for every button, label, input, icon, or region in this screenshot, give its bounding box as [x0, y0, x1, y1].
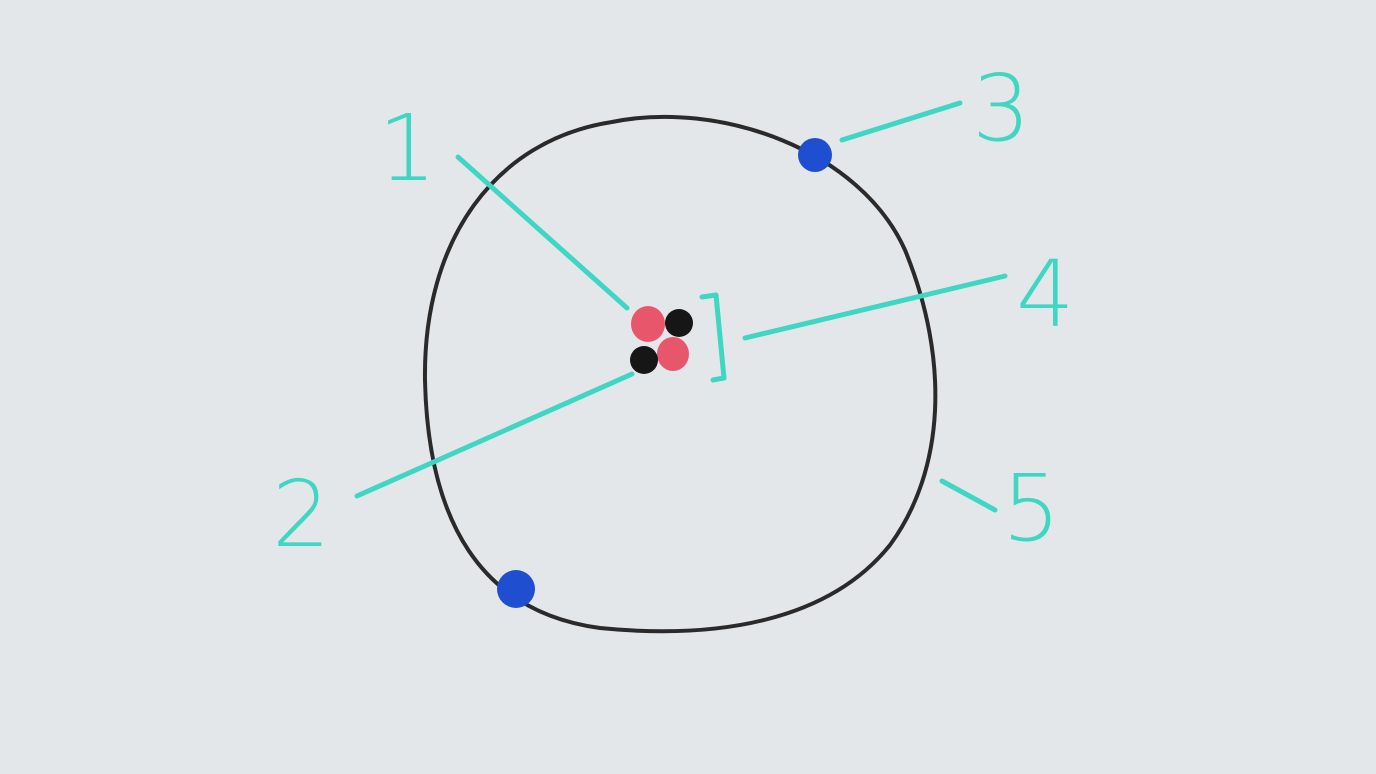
- nucleus-bracket: [699, 292, 727, 383]
- leader-lines: [354, 100, 1008, 513]
- label-5: 5: [1002, 455, 1061, 562]
- label-3: 3: [972, 55, 1031, 162]
- leader-line-4: [742, 273, 1008, 341]
- proton-particle: [657, 337, 689, 371]
- leader-line-2: [354, 371, 635, 499]
- leader-line-5: [939, 478, 998, 513]
- electrons: [497, 138, 832, 608]
- leader-line-3: [839, 100, 963, 143]
- label-2: 2: [272, 461, 331, 568]
- neutron-particle: [665, 309, 693, 337]
- number-labels: 1 2 3 4 5: [272, 55, 1075, 568]
- neutron-particle: [630, 346, 658, 374]
- label-1: 1: [378, 95, 437, 202]
- proton-particle: [631, 306, 665, 342]
- label-4: 4: [1016, 241, 1075, 348]
- electron-shell-orbit: [422, 114, 938, 634]
- leader-line-1: [455, 154, 630, 311]
- nucleus: [630, 306, 693, 374]
- electron-particle: [798, 138, 832, 172]
- electron-particle: [497, 570, 535, 608]
